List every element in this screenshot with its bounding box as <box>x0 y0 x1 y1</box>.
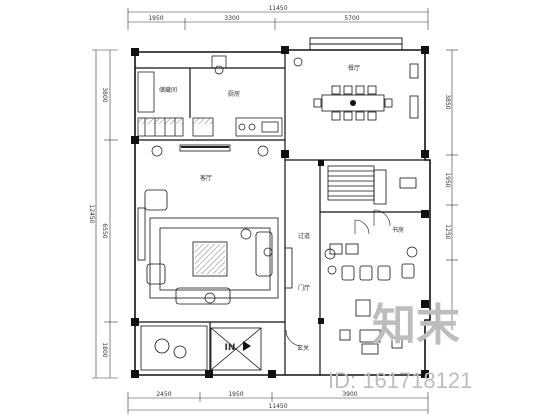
dim-left-seg-2: 6550 <box>101 223 108 238</box>
entry-label: IN <box>225 343 236 353</box>
dim-bottom-seg-2: 1950 <box>228 391 243 398</box>
dim-left-seg-1: 3800 <box>101 87 108 102</box>
dim-top-seg-1: 1950 <box>148 15 163 22</box>
room-label-storage: 储藏间 <box>159 86 177 94</box>
bottom-dimension-lines <box>127 392 429 414</box>
living-room-furniture <box>137 144 293 305</box>
dim-right-seg-3: 1250 <box>444 224 451 239</box>
right-dimension-lines <box>446 49 458 330</box>
coffee-table-hatch <box>195 244 225 274</box>
room-label-foyer: 玄关 <box>297 344 309 352</box>
room-label-corridor: 过道 <box>298 232 310 240</box>
interior-walls <box>135 52 425 375</box>
dim-bottom-seg-1: 2450 <box>156 391 171 398</box>
top-dimension-lines <box>127 8 429 30</box>
dim-left-seg-3: 1800 <box>101 342 108 357</box>
counter-hatching <box>138 118 213 124</box>
dim-bottom-total: 11450 <box>268 403 287 410</box>
watermark-brand: 知末 <box>372 301 460 350</box>
room-label-hall: 门厅 <box>298 284 310 292</box>
watermark: 知末 ID: 161718121 <box>328 301 472 393</box>
entry-arrow-icon <box>243 341 251 351</box>
dim-right-seg-2: 1950 <box>444 172 451 187</box>
bay-window <box>309 37 403 51</box>
dim-top-total: 11450 <box>268 5 287 12</box>
staircase <box>327 165 417 205</box>
foyer-fixtures <box>140 325 262 371</box>
door-swings <box>285 209 391 347</box>
dim-top-seg-3: 5700 <box>344 15 359 22</box>
study-furniture <box>339 263 415 355</box>
dim-bottom-seg-3: 3900 <box>342 391 357 398</box>
room-label-dining: 餐厅 <box>348 64 360 72</box>
room-label-study: 书房 <box>392 226 404 234</box>
dim-left-total: 12450 <box>88 204 95 223</box>
room-label-kitchen: 厨房 <box>228 90 240 98</box>
room-label-living: 客厅 <box>200 174 212 182</box>
dining-table-set <box>313 63 419 121</box>
left-dimension-lines <box>92 49 118 379</box>
wc-fixtures <box>329 243 359 255</box>
tv-cabinet <box>181 146 229 148</box>
dim-top-seg-2: 3300 <box>224 15 239 22</box>
kitchen-counters <box>137 55 283 137</box>
decor-plants <box>151 57 418 304</box>
watermark-id: ID: 161718121 <box>328 368 472 393</box>
dim-right-seg-1: 3850 <box>444 94 451 109</box>
dining-centerpiece <box>350 100 356 106</box>
